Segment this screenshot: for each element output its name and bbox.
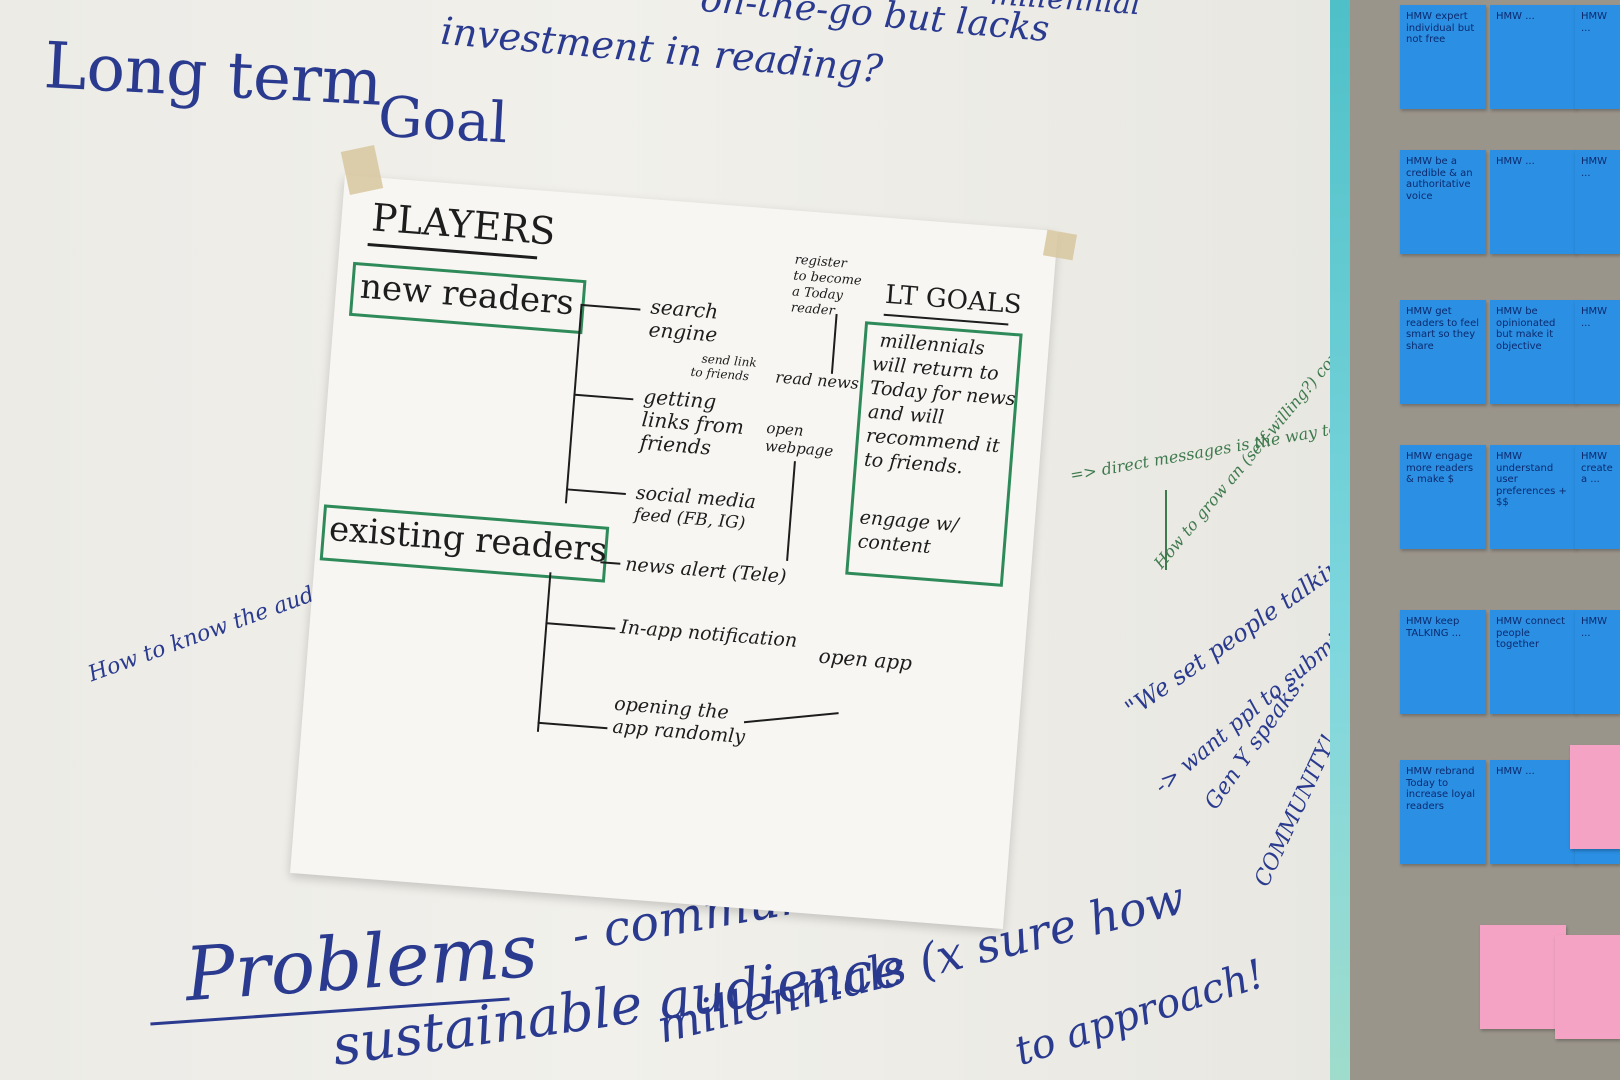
sticky-note: HMW get readers to feel smart so they sh…: [1400, 300, 1486, 404]
pink-sticky-note: [1480, 925, 1566, 1029]
arrow-to-links: [573, 393, 634, 401]
read-news-label: read news: [774, 367, 860, 393]
sticky-note: HMW engage more readers & make $: [1400, 445, 1486, 549]
arrow-to-search: [580, 303, 641, 311]
register-line-4: reader: [790, 300, 836, 319]
arrow-to-random: [537, 721, 608, 730]
sticky-note: HMW connect people together: [1490, 610, 1576, 714]
trunk-line-existing: [536, 572, 552, 732]
sticky-note: HMW ...: [1490, 5, 1576, 109]
random-to-openapp-arrow: [743, 712, 839, 724]
vertical-to-readnews: [830, 313, 838, 374]
in-app-label: In-app notification: [619, 616, 798, 652]
direct-messages-arrow: [1165, 490, 1167, 570]
search-engine-line-2: engine: [647, 317, 719, 347]
sticky-note: HMW ...: [1575, 5, 1620, 109]
open-app-label: open app: [817, 643, 913, 675]
sticky-note: HMW ...: [1575, 300, 1620, 404]
arrow-to-social: [565, 488, 626, 496]
open-webpage-line-2: webpage: [764, 436, 834, 461]
vertical-webpage: [786, 461, 796, 561]
lt-goals-title: LT GOALS: [884, 279, 1023, 321]
sticky-note: HMW ...: [1575, 610, 1620, 714]
flipchart-sheet: PLAYERS new readers existing readers sea…: [290, 175, 1058, 929]
trunk-line-new: [564, 303, 583, 504]
getting-links-line-3: friends: [639, 430, 712, 460]
sticky-note: HMW keep TALKING ...: [1400, 610, 1486, 714]
pink-sticky-note: [1570, 745, 1620, 849]
sticky-note: HMW be a credible & an authoritative voi…: [1400, 150, 1486, 254]
window-light-strip: [1330, 0, 1352, 1080]
tape-top-right: [1042, 229, 1078, 261]
goal-heading: Goal: [376, 84, 510, 157]
sticky-note: HMW create a ...: [1575, 445, 1620, 549]
arrow-to-inapp: [545, 622, 616, 630]
sticky-note: HMW ...: [1490, 150, 1576, 254]
sticky-note: HMW understand user preferences + $$: [1490, 445, 1576, 549]
sticky-note: HMW ...: [1490, 760, 1576, 864]
sticky-note: HMW expert individual but not free: [1400, 5, 1486, 109]
pink-sticky-note: [1555, 935, 1620, 1039]
sticky-note: HMW ...: [1575, 150, 1620, 254]
sticky-note: HMW be opinionated but make it objective: [1490, 300, 1576, 404]
news-alert-label: news alert (Tele): [624, 553, 788, 588]
sticky-note: HMW rebrand Today to increase loyal read…: [1400, 760, 1486, 864]
